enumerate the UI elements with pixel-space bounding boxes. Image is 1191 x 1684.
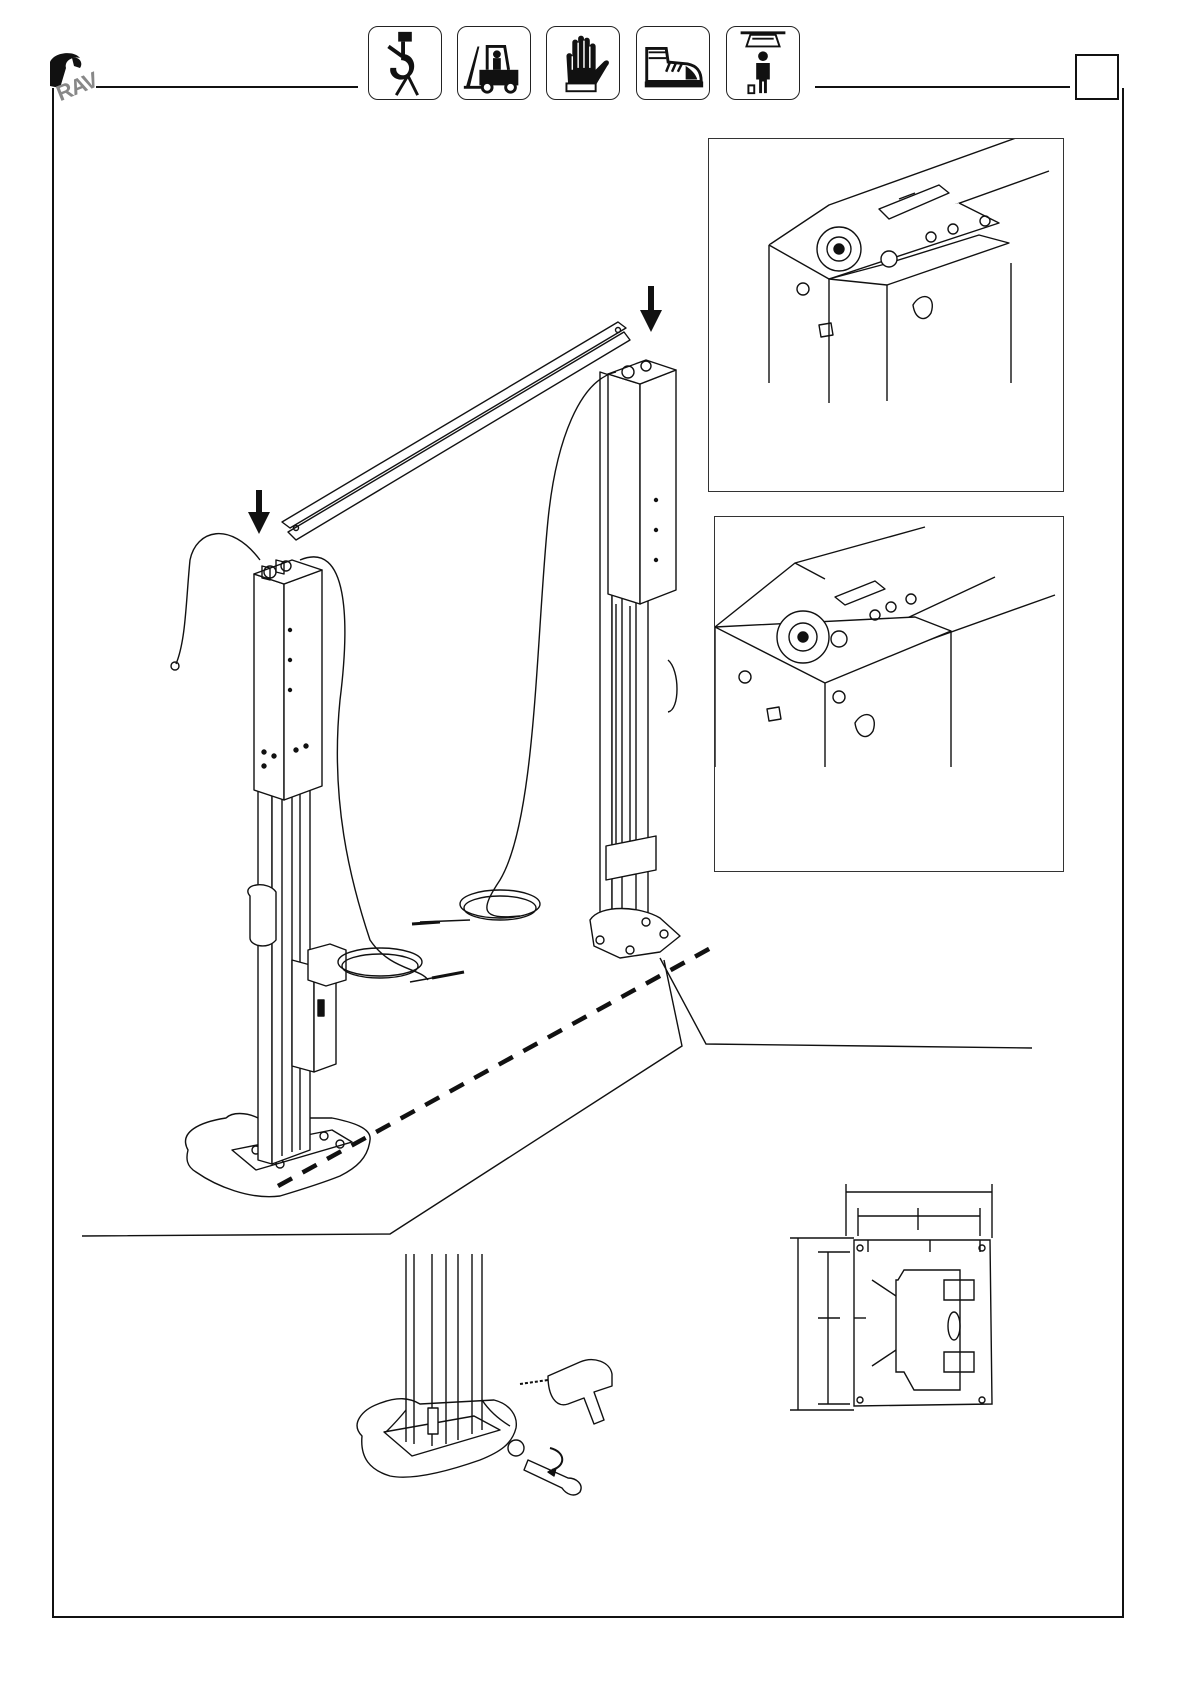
anchoring-detail [357,1254,612,1495]
pulley-detail-2-drawing [715,517,1061,869]
detail-view-middle [714,516,1064,872]
pulley-detail-1-drawing [709,139,1061,489]
detail-view-top [708,138,1064,492]
base-plate-dimension-drawing [790,1184,992,1410]
